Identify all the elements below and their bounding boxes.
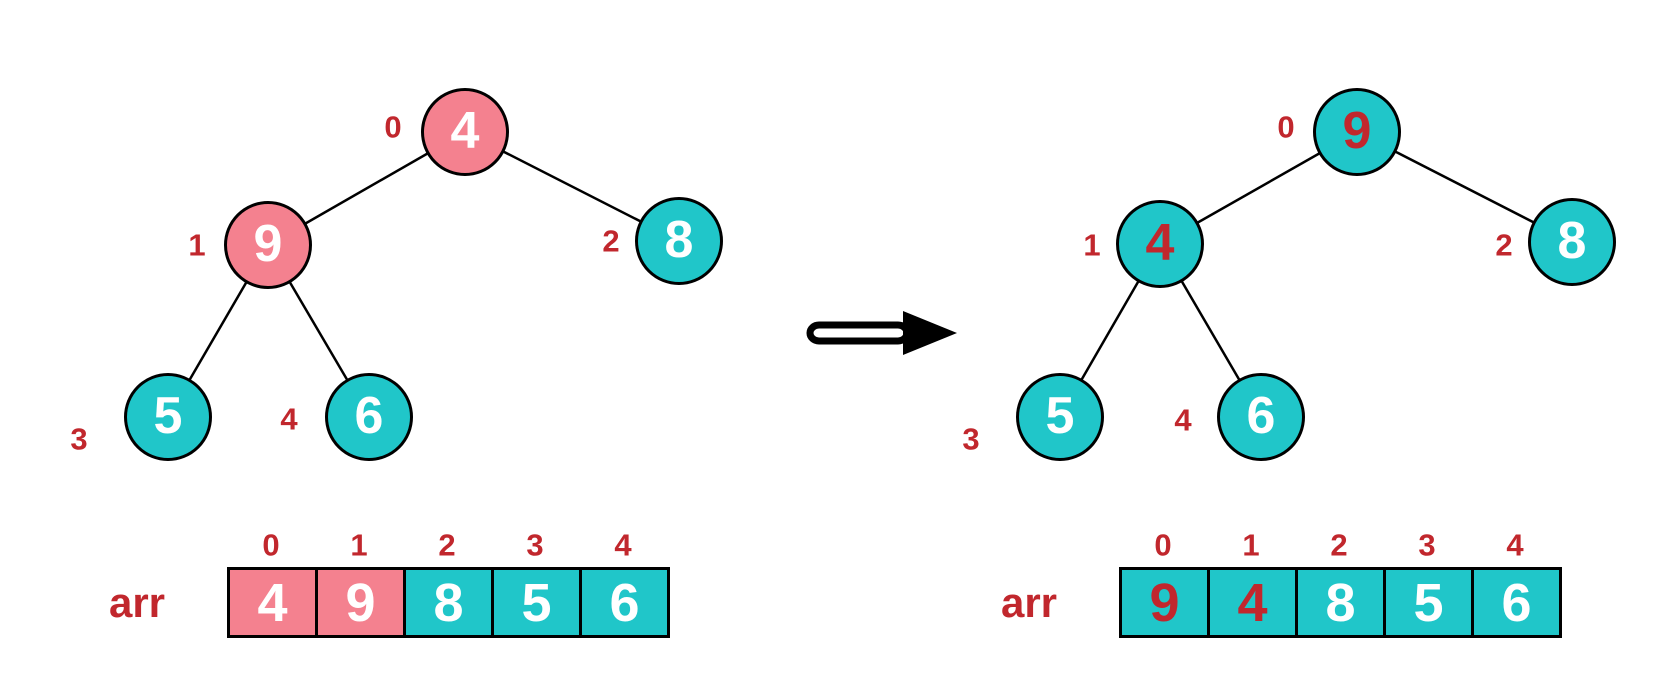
array-index-label: 2: [438, 527, 456, 563]
node-value: 8: [664, 211, 694, 269]
array-cell-value: 8: [1325, 572, 1356, 633]
array-index-label: 3: [526, 527, 544, 563]
node-index-label: 3: [70, 421, 88, 457]
array-cell-2: 8: [403, 567, 494, 638]
array-cell-value: 9: [345, 572, 376, 633]
node-value: 6: [354, 387, 384, 445]
array-index-label: 1: [1242, 527, 1260, 563]
node-index-label: 0: [1277, 109, 1295, 145]
right-arrow-icon-head: [903, 311, 957, 355]
tree-node-index-3: 5: [124, 373, 212, 461]
node-value: 8: [1557, 212, 1587, 270]
array-cell-4: 6: [1471, 567, 1562, 638]
tree-node-index-0: 4: [421, 88, 509, 176]
array-cell-value: 4: [1237, 572, 1268, 633]
array-cell-1: 9: [315, 567, 406, 638]
array-index-label: 4: [1506, 527, 1524, 563]
node-value: 9: [253, 215, 283, 273]
tree-node-index-0: 9: [1313, 88, 1401, 176]
node-index-label: 2: [602, 223, 620, 259]
tree-node-index-4: 6: [325, 373, 413, 461]
array-name-label: arr: [108, 578, 166, 626]
node-value: 6: [1246, 387, 1276, 445]
array-index-label: 2: [1330, 527, 1348, 563]
array-name-label: arr: [1000, 578, 1058, 626]
node-index-label: 4: [280, 401, 298, 437]
tree-node-index-1: 4: [1116, 200, 1204, 288]
array-cell-3: 5: [491, 567, 582, 638]
array-cell-4: 6: [579, 567, 670, 638]
array-index-label: 0: [262, 527, 280, 563]
tree-node-index-2: 8: [635, 197, 723, 285]
tree-node-index-4: 6: [1217, 373, 1305, 461]
node-value: 5: [1045, 387, 1075, 445]
array-cell-value: 5: [1413, 572, 1444, 633]
array-index-label: 0: [1154, 527, 1172, 563]
array-cell-value: 8: [433, 572, 464, 633]
node-value: 5: [153, 387, 183, 445]
array-index-label: 3: [1418, 527, 1436, 563]
tree-node-index-3: 5: [1016, 373, 1104, 461]
tree-node-index-1: 9: [224, 201, 312, 289]
array-index-label: 1: [350, 527, 368, 563]
array-cell-value: 4: [257, 572, 288, 633]
array-cell-value: 9: [1149, 572, 1180, 633]
node-index-label: 2: [1495, 227, 1513, 263]
node-value: 4: [1145, 214, 1175, 272]
array-cell-3: 5: [1383, 567, 1474, 638]
array-cell-1: 4: [1207, 567, 1298, 638]
array-cell-2: 8: [1295, 567, 1386, 638]
right-arrow-icon-tail: [806, 321, 911, 345]
array-cell-0: 4: [227, 567, 318, 638]
node-value: 9: [1342, 102, 1372, 160]
node-index-label: 4: [1174, 402, 1192, 438]
node-index-label: 1: [188, 227, 206, 263]
node-index-label: 3: [962, 421, 980, 457]
array-cell-value: 6: [1501, 572, 1532, 633]
tree-node-index-2: 8: [1528, 198, 1616, 286]
node-index-label: 0: [384, 109, 402, 145]
node-index-label: 1: [1083, 227, 1101, 263]
array-cell-0: 9: [1119, 567, 1210, 638]
array-cell-value: 6: [609, 572, 640, 633]
node-value: 4: [450, 102, 480, 160]
array-index-label: 4: [614, 527, 632, 563]
array-cell-value: 5: [521, 572, 552, 633]
